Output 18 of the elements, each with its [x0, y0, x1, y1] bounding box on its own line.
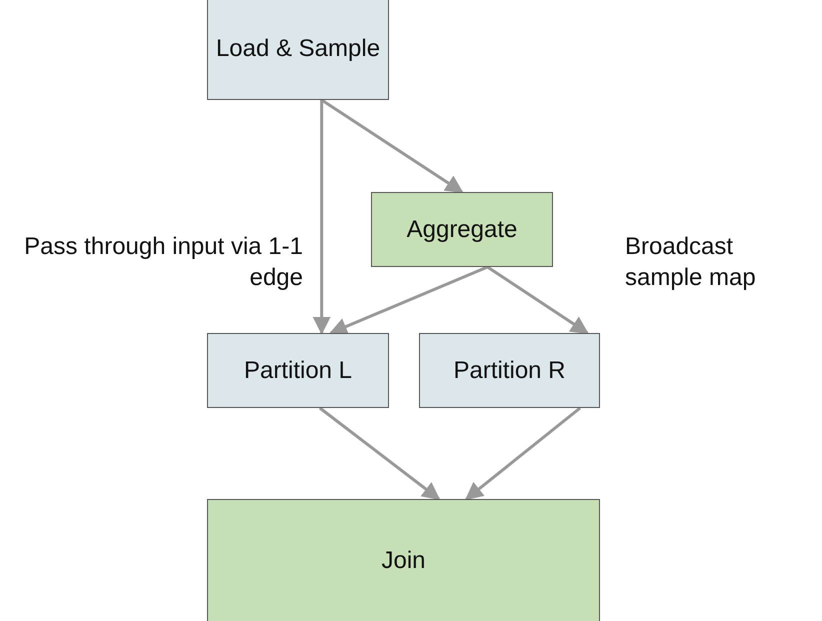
box-label: Aggregate	[406, 214, 518, 245]
process-box	[207, 333, 389, 408]
arrow	[320, 98, 464, 194]
box-label: Load & Sample	[216, 34, 380, 64]
box-label: Partition R	[453, 356, 566, 386]
process-box	[371, 192, 553, 267]
edge-label: Broadcast sample map	[625, 232, 757, 294]
box-label: Join	[381, 546, 426, 576]
arrow	[318, 406, 440, 500]
arrow	[464, 406, 582, 500]
process-box	[207, 499, 600, 621]
arrow	[312, 100, 331, 335]
process-box	[207, 0, 389, 100]
arrow	[329, 266, 488, 335]
process-box	[419, 333, 600, 408]
edge-label: Pass through input via 1-1 edge	[23, 232, 303, 294]
box-label: Partition L	[244, 356, 352, 386]
arrow	[486, 266, 589, 334]
